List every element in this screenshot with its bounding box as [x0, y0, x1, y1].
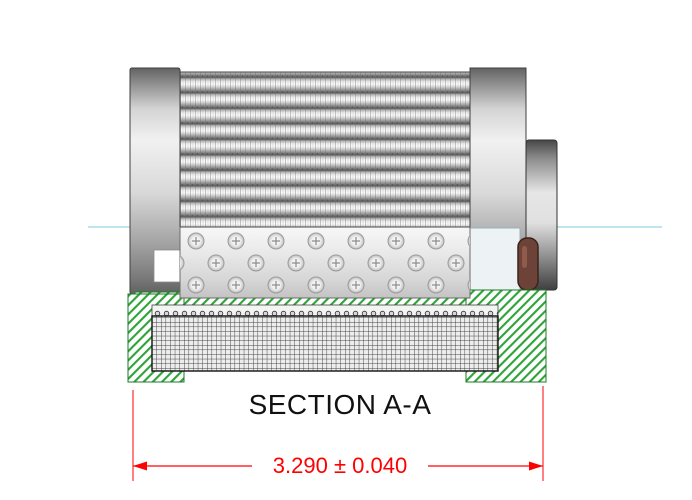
dimension-arrow-left-icon [133, 461, 147, 471]
o-ring-seal [517, 237, 539, 291]
pleat-tips-strip [151, 304, 499, 317]
o-ring-highlight [522, 246, 527, 268]
inner-bore [469, 227, 521, 295]
pleated-filter-media [179, 71, 471, 228]
section-label: SECTION A-A [249, 389, 432, 420]
dimension-arrow-right-icon [529, 461, 543, 471]
left-end-cap-notch [153, 249, 182, 283]
overall-length-dimension: 3.290 ± 0.040 [132, 386, 544, 481]
perforated-core [179, 226, 471, 299]
dimension-text: 3.290 ± 0.040 [273, 453, 407, 478]
mesh-filter-media [151, 315, 499, 372]
